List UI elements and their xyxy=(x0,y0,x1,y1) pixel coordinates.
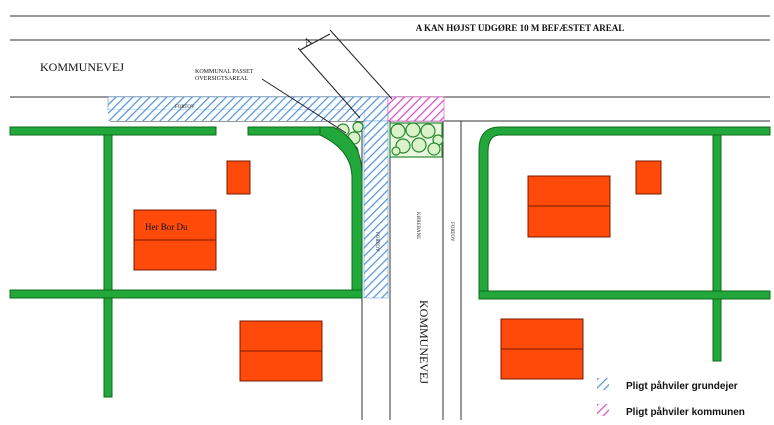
hedge-corner-curve xyxy=(319,126,363,299)
shed-right xyxy=(635,160,662,195)
hedge-right-vertical xyxy=(712,134,722,362)
house-label: Her Bor Du xyxy=(145,222,188,232)
sight-area-leader xyxy=(261,78,347,134)
municipality-duty-area xyxy=(387,96,445,122)
house-right-top xyxy=(527,175,611,238)
side-road-label: KOMMUNEVEJ xyxy=(417,300,431,384)
hedge-left-vertical-outer xyxy=(103,134,113,398)
road-lines xyxy=(10,15,770,420)
carriageway-label: KØREBANE xyxy=(415,212,420,239)
sight-area-bushes-right xyxy=(389,122,444,158)
buildings xyxy=(133,160,662,382)
house-left-bottom xyxy=(239,320,323,382)
top-note: A KAN HØJST UDGØRE 10 M BEFÆSTET AREAL xyxy=(416,23,624,33)
sidewalk-left-label: FORTOV xyxy=(374,232,379,252)
legend-owner-swatch xyxy=(597,378,609,390)
sight-area-label-line1: KOMMUNAL PASSET xyxy=(195,69,254,75)
dimension-a xyxy=(297,29,393,119)
owner-duty-areas xyxy=(107,96,389,299)
hedge-top-left xyxy=(9,126,217,136)
sidewalk-top-label: FORTOV xyxy=(175,105,195,110)
house-you-live xyxy=(133,209,217,271)
legend-municipality-swatch xyxy=(597,404,609,416)
hedge-right-mid-horizontal xyxy=(478,290,771,300)
legend-owner-label: Pligt påhviler grundejer xyxy=(626,380,738,392)
main-road-label: KOMMUNEVEJ xyxy=(40,60,124,74)
hedge-right-corner xyxy=(478,126,771,299)
sight-area-label-line2: OVERSIGTSAREAL xyxy=(195,76,248,82)
dimension-letter: A xyxy=(302,35,314,48)
hedge-left-mid-horizontal xyxy=(9,289,363,299)
hedges xyxy=(9,126,771,398)
legend: Pligt påhviler grundejer Pligt påhviler … xyxy=(597,378,745,418)
house-right-bottom xyxy=(500,318,584,380)
sidewalk-right-label: FORTOV xyxy=(449,222,454,242)
legend-municipality-label: Pligt påhviler kommunen xyxy=(626,406,745,418)
shed-left xyxy=(226,160,251,195)
